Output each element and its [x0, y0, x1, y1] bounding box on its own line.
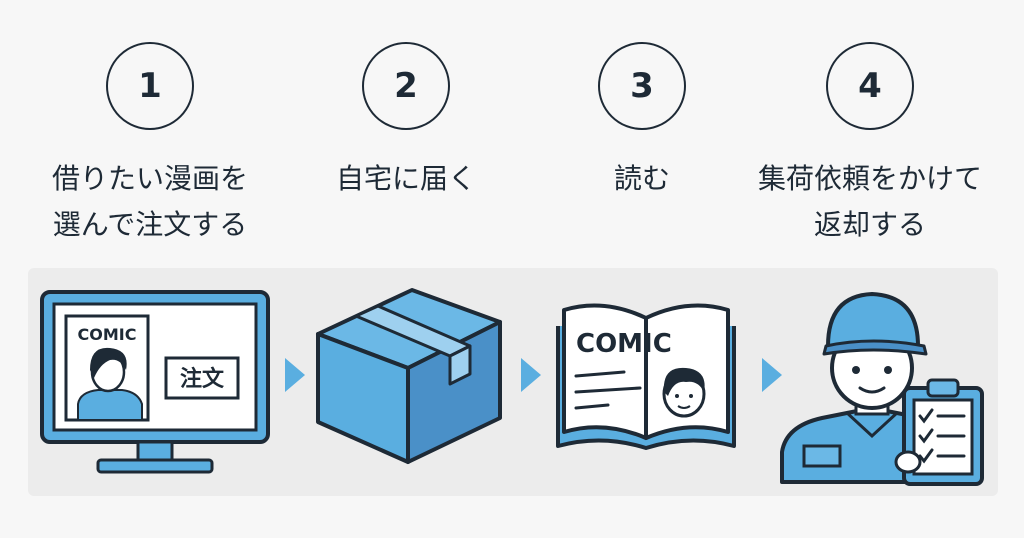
monitor-order-label: 注文 [180, 366, 225, 392]
step-3-number: 3 [598, 42, 686, 130]
step-1-text: 借りたい漫画を 選んで注文する [51, 162, 248, 241]
book-comic-label: COMIC [576, 329, 672, 359]
step-4-number: 4 [826, 42, 914, 130]
step-3-text: 読む [613, 162, 670, 195]
step-2-number: 2 [362, 42, 450, 130]
step-4-text: 集荷依頼をかけて 返却する [757, 162, 982, 241]
clipboard-icon [902, 378, 984, 486]
arrow-right-icon [521, 358, 541, 392]
delivery-person-icon [780, 292, 984, 486]
book-icon: COMIC [556, 303, 736, 450]
step-2-text: 自宅に届く [335, 162, 476, 195]
monitor-comic-label: COMIC [78, 325, 137, 344]
arrow-right-icon [285, 358, 305, 392]
monitor-icon: COMIC 注文 [40, 290, 270, 474]
step-1-number: 1 [106, 42, 194, 130]
box-icon [316, 288, 502, 464]
arrow-right-icon [762, 358, 782, 392]
